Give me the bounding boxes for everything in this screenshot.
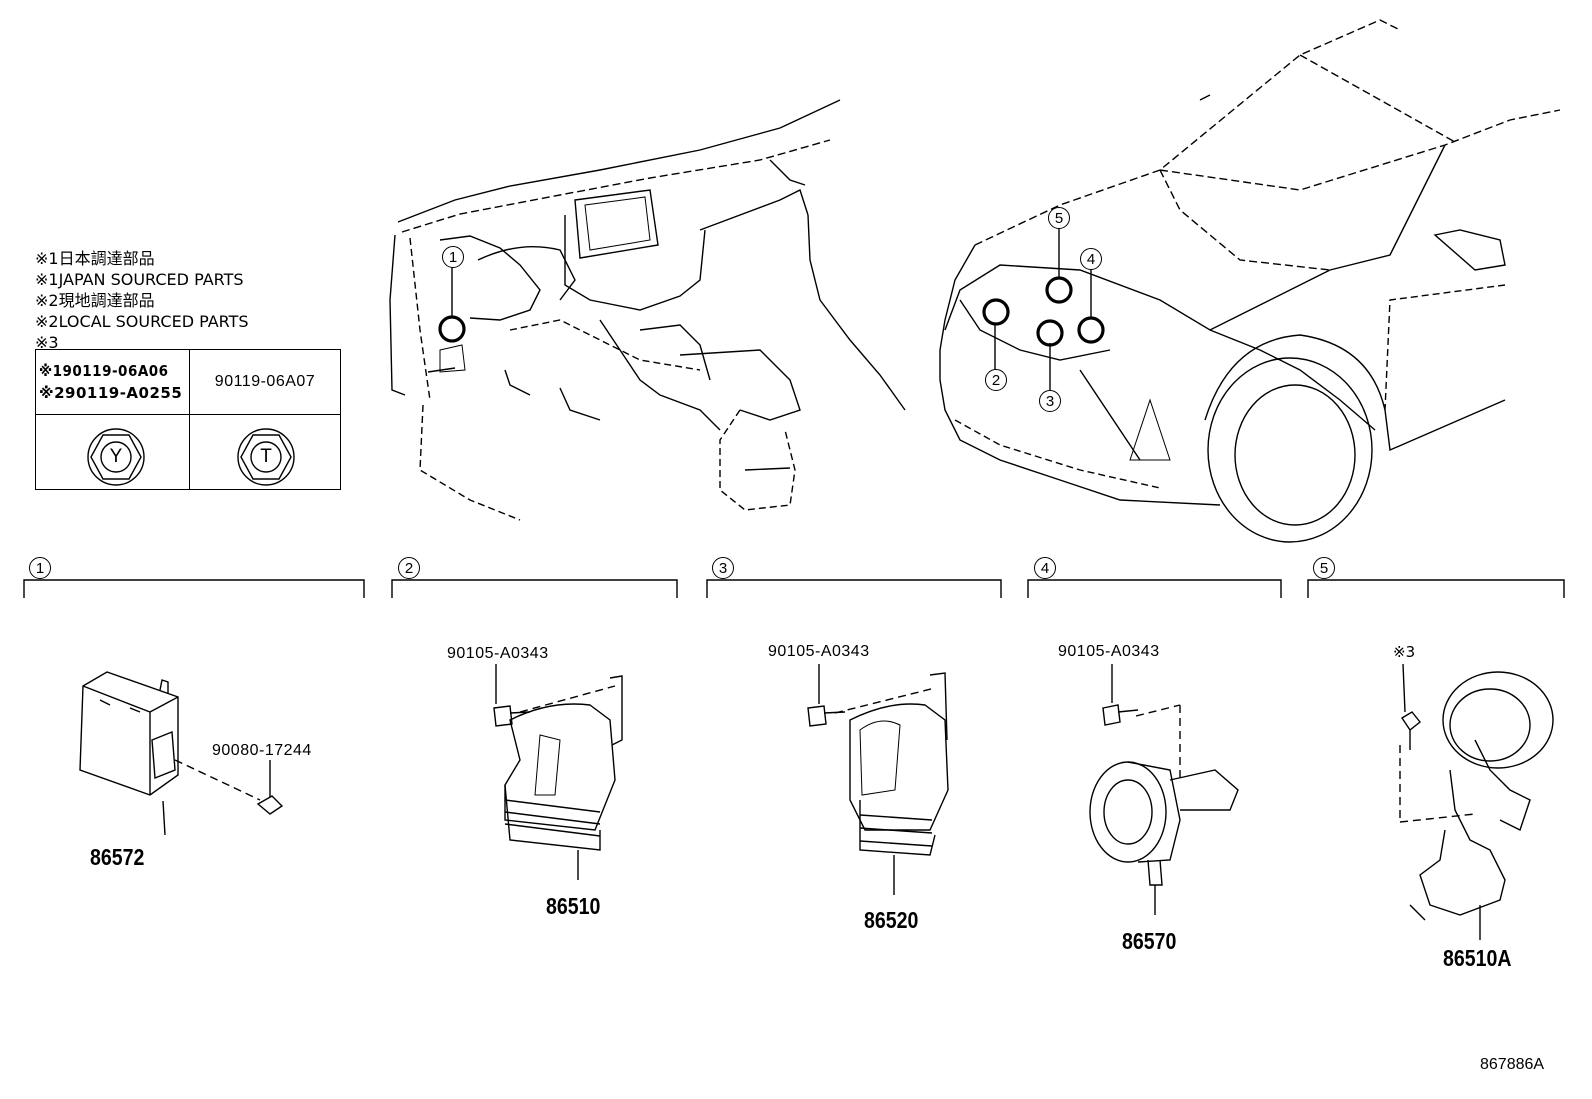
horn-86510 xyxy=(493,664,623,880)
bolt-table-left-icon-cell xyxy=(35,414,190,490)
siren-86570 xyxy=(1089,664,1239,915)
part-number-86510A: 86510A xyxy=(1443,945,1512,971)
fastener-label-3: 90105-A0343 xyxy=(768,643,870,660)
legend-local-jp: ※2現地調達部品 xyxy=(35,291,155,310)
illustration-id: 867886A xyxy=(1480,1056,1545,1073)
location-marker-3: 3 xyxy=(1039,390,1061,412)
bolt-mark-y: Y xyxy=(109,446,123,467)
bolt-table-right-header: 90119-06A07 xyxy=(189,349,341,415)
bolt-table-right-icon-cell xyxy=(189,414,341,490)
section-marker-5: 5 xyxy=(1313,557,1335,579)
legend-note-3: ※3 xyxy=(35,333,59,352)
part-number-86520: 86520 xyxy=(864,907,919,933)
location-marker-5: 5 xyxy=(1048,207,1070,229)
location-marker-4: 4 xyxy=(1080,248,1102,270)
bolt-table-left-header: ※190119-06A06 ※290119-A0255 xyxy=(35,349,190,415)
section-marker-4: 4 xyxy=(1034,557,1056,579)
legend-japan-jp: ※1日本調達部品 xyxy=(35,249,155,268)
section-brackets xyxy=(23,579,1565,598)
horn-86520 xyxy=(807,664,949,895)
bolt-part-local: ※290119-A0255 xyxy=(39,384,183,402)
section-marker-3: 3 xyxy=(712,557,734,579)
dashboard-illustration xyxy=(389,99,906,521)
fastener-label-5: ※3 xyxy=(1393,643,1416,661)
part-number-86572: 86572 xyxy=(90,844,145,870)
location-marker-2: 2 xyxy=(985,369,1007,391)
bolt-part-japan: ※190119-06A06 xyxy=(39,362,169,380)
section-marker-2: 2 xyxy=(398,557,420,579)
bolt-table: ※190119-06A06 ※290119-A0255 90119-06A07 xyxy=(35,349,341,490)
fastener-label-1: 90080-17244 xyxy=(212,742,312,759)
part-number-86570: 86570 xyxy=(1122,928,1177,954)
horn-86510A xyxy=(1399,663,1554,940)
vehicle-illustration xyxy=(939,19,1561,543)
bolt-part-common: 90119-06A07 xyxy=(214,373,316,390)
legend-local-en: ※2LOCAL SOURCED PARTS xyxy=(35,312,249,331)
legend-japan-en: ※1JAPAN SOURCED PARTS xyxy=(35,270,244,289)
fastener-label-2: 90105-A0343 xyxy=(447,645,549,662)
part-number-86510: 86510 xyxy=(546,893,601,919)
location-highlights xyxy=(438,276,1105,347)
location-marker-1: 1 xyxy=(442,246,464,268)
section-marker-1: 1 xyxy=(29,557,51,579)
bolt-mark-t: T xyxy=(260,446,272,467)
controller-86572 xyxy=(79,671,284,836)
fastener-label-4: 90105-A0343 xyxy=(1058,643,1160,660)
